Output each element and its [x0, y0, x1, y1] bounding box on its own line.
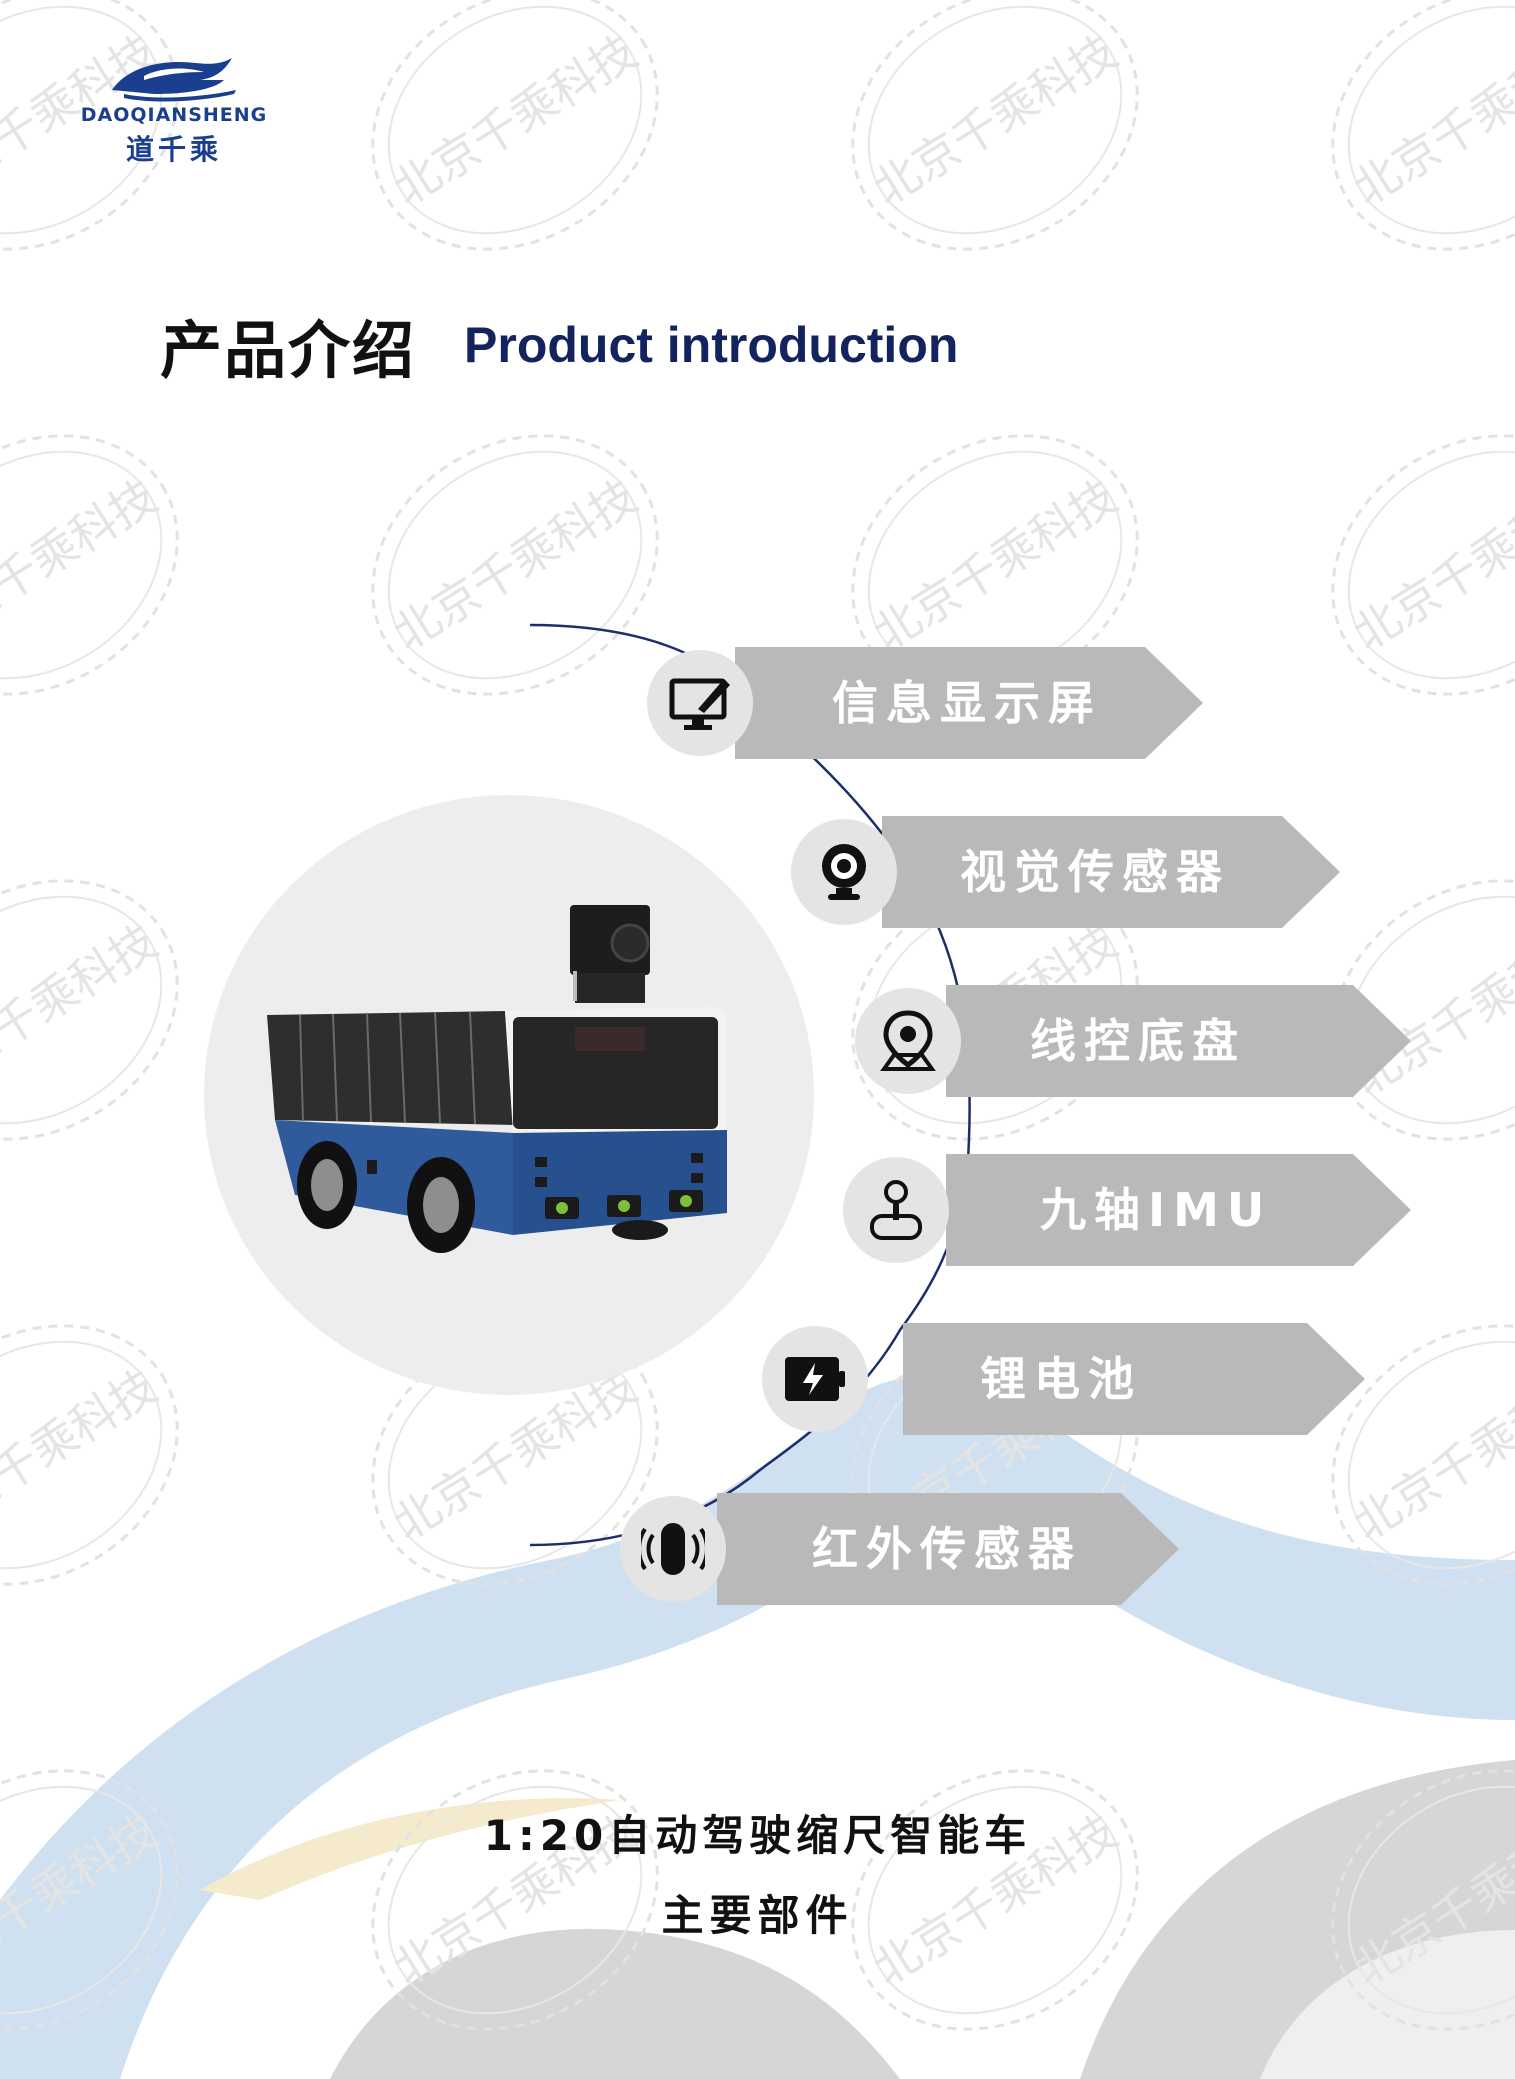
brand-name-en: DAOQIANSHENG: [80, 104, 268, 126]
joystick-icon: [870, 1180, 922, 1240]
component-item: 九轴IMU: [0, 1154, 1515, 1266]
component-icon-badge: [647, 650, 753, 756]
location-pin-icon: [880, 1010, 936, 1071]
heading-en: Product introduction: [464, 317, 959, 373]
component-banner: [903, 1323, 1365, 1435]
component-label: 信息显示屏: [832, 676, 1102, 730]
brand-name-cn: 道千乘: [125, 133, 222, 166]
component-label: 九轴IMU: [1040, 1183, 1273, 1237]
component-item: 红外传感器: [0, 1493, 1515, 1605]
component-banner: [882, 816, 1340, 928]
component-icon-badge: [843, 1157, 949, 1263]
battery-icon: [785, 1357, 845, 1401]
component-banner: [946, 1154, 1411, 1266]
heading-cn: 产品介绍: [160, 314, 417, 387]
infrared-sensor-icon: [641, 1523, 705, 1575]
smart-car-illustration: [267, 905, 727, 1253]
component-icon-badge: [791, 819, 897, 925]
component-label: 视觉传感器: [960, 845, 1230, 899]
display-screen-icon: [669, 678, 730, 730]
component-item: 信息显示屏: [0, 647, 1515, 759]
component-item: 线控底盘: [0, 985, 1515, 1097]
component-icon-badge: [762, 1326, 868, 1432]
component-item: 锂电池: [0, 1323, 1515, 1435]
component-label: 锂电池: [980, 1352, 1142, 1406]
caption-title: 1:20自动驾驶缩尺智能车: [483, 1811, 1032, 1860]
camera-icon: [822, 844, 866, 900]
component-item: 视觉传感器: [0, 816, 1515, 928]
component-banner: [946, 985, 1411, 1097]
brand-logo: DAOQIANSHENG 道千乘: [74, 50, 274, 180]
car-logo-icon: [112, 58, 236, 102]
component-label: 线控底盘: [1030, 1014, 1246, 1068]
component-banner: [735, 647, 1203, 759]
section-heading: 产品介绍 Product introduction: [160, 305, 959, 387]
component-icon-badge: [620, 1496, 726, 1602]
component-icon-badge: [855, 988, 961, 1094]
component-banner: [717, 1493, 1179, 1605]
caption-subtitle: 主要部件: [661, 1891, 854, 1940]
component-label: 红外传感器: [812, 1522, 1082, 1576]
